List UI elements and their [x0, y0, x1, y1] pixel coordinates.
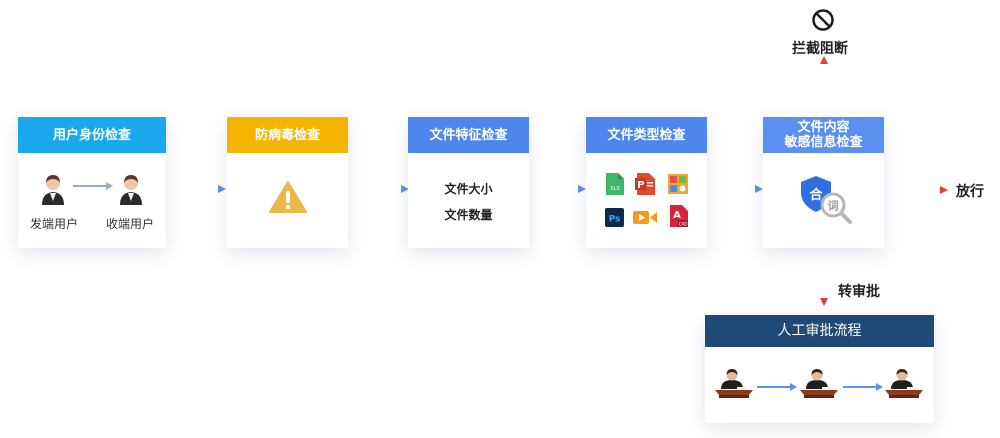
image-icon — [668, 174, 688, 194]
excel-icon: XLS — [606, 173, 624, 195]
approver-icon — [800, 369, 838, 398]
user-transfer-arrow — [73, 182, 113, 190]
file-size-item: 文件大小 — [444, 182, 493, 196]
file-count-item: 文件数量 — [444, 208, 493, 222]
content-check-title-line2: 敏感信息检查 — [784, 135, 863, 150]
warning-icon — [269, 181, 307, 213]
user-icon — [42, 175, 64, 205]
powerpoint-icon — [635, 173, 655, 195]
autocad-badge: CAD — [679, 222, 688, 227]
receiver-label: 收端用户 — [106, 217, 155, 231]
no-entry-icon — [812, 9, 834, 31]
manual-approval-card: 人工审批流程 — [705, 315, 934, 423]
manual-approval-header: 人工审批流程 — [705, 315, 934, 347]
identity-check-header: 用户身份检查 — [18, 117, 166, 153]
svg-text:Ps: Ps — [609, 215, 621, 225]
approver-icon — [885, 369, 923, 398]
antivirus-check-header: 防病毒检查 — [227, 117, 348, 153]
approval-arrow — [843, 383, 883, 391]
type-check-card: 文件类型检查 XLS Ps — [586, 117, 707, 248]
approval-arrow — [757, 383, 797, 391]
feature-check-header: 文件特征检查 — [408, 117, 529, 153]
antivirus-check-card: 防病毒检查 — [227, 117, 348, 248]
arrow-antivirus-to-feature — [348, 185, 409, 193]
arrow-to-pass — [890, 186, 948, 194]
magnifier-glyph: 词 — [828, 200, 839, 213]
video-icon — [633, 211, 657, 224]
svg-text:A: A — [673, 210, 681, 221]
sender-label: 发端用户 — [30, 217, 79, 231]
arrow-to-block — [820, 56, 828, 110]
review-label: 转审批 — [838, 284, 880, 300]
arrow-identity-to-antivirus — [165, 185, 226, 193]
content-check-title-line1: 文件内容 — [797, 120, 850, 135]
arrow-type-to-content — [706, 185, 763, 193]
autocad-icon: A CAD — [670, 205, 688, 227]
feature-check-card: 文件特征检查 文件大小 文件数量 — [408, 117, 529, 248]
content-check-card: 文件内容 敏感信息检查 合 词 — [763, 117, 884, 248]
excel-badge: XLS — [610, 186, 619, 192]
photoshop-icon: Ps — [605, 208, 624, 227]
pass-label: 放行 — [956, 184, 984, 200]
arrow-to-review — [820, 256, 828, 306]
identity-check-card: 用户身份检查 发端用户 收端用户 — [18, 117, 166, 248]
magnifier-icon: 词 — [820, 192, 852, 224]
content-check-header: 文件内容 敏感信息检查 — [763, 117, 884, 153]
block-label: 拦截阻断 — [792, 41, 848, 57]
type-check-header: 文件类型检查 — [586, 117, 707, 153]
arrow-feature-to-type — [528, 185, 586, 193]
shield-glyph: 合 — [809, 187, 823, 203]
approver-icon — [715, 369, 753, 398]
user-icon — [120, 175, 142, 205]
